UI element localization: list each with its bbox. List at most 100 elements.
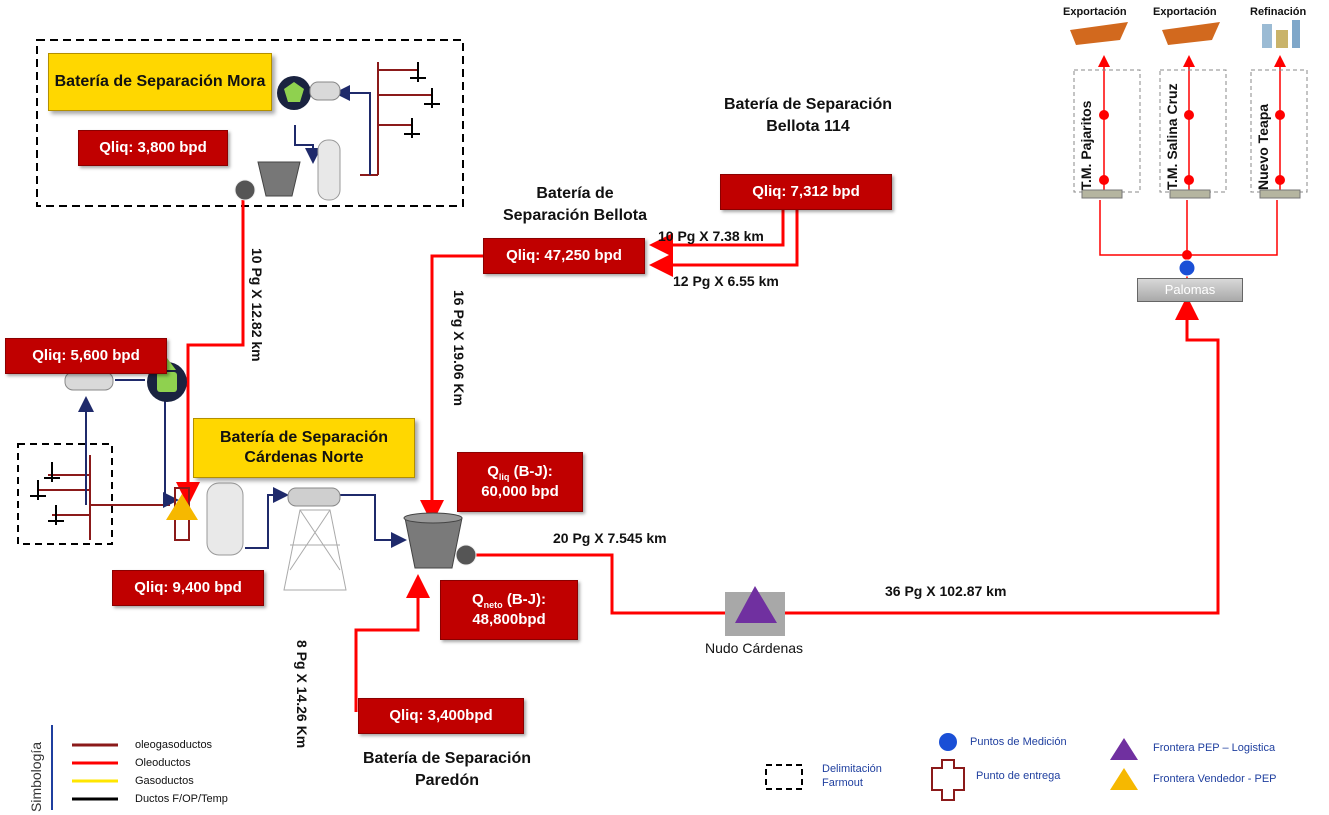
bj-qneto-box: Qneto (B-J): 48,800bpd — [440, 580, 578, 640]
bellota-qliq-box: Qliq: 47,250 bpd — [483, 238, 645, 274]
cn-in-qliq-box: Qliq: 5,600 bpd — [5, 338, 167, 374]
ship-pajaritos-icon — [1070, 22, 1128, 45]
refinery-icon — [1262, 20, 1300, 48]
ship-salina-cruz-icon — [1162, 22, 1220, 45]
cardenas-wells — [38, 455, 170, 540]
bellota-oleoducto — [420, 254, 485, 524]
bellota-title: Batería de Separación Bellota — [502, 185, 648, 224]
bj-qneto-value: 48,800bpd — [472, 610, 546, 628]
legend-entrega: Punto de entrega — [976, 770, 1061, 782]
palomas-label: Palomas — [1164, 282, 1216, 297]
terminal-dest-2: Exportación — [1153, 6, 1217, 18]
mora-pump-icon — [234, 179, 256, 201]
long-pipe-label: 36 Pg X 102.87 km — [885, 583, 1007, 599]
cardenas-blue-flows — [78, 379, 407, 549]
terminal-dest-3: Refinación — [1250, 6, 1307, 18]
legend-farmout-icon — [765, 764, 803, 790]
mora-hex-icon — [284, 82, 304, 102]
legend-delivery-icon — [931, 759, 965, 801]
cn-out-qliq: Qliq: 9,400 bpd — [134, 578, 242, 596]
b114-title: Batería de Separación Bellota 114 — [723, 96, 893, 135]
terminal-label-2: T.M. Salina Cruz — [1164, 83, 1180, 190]
mora-qliq-box: Qliq: 3,800 bpd — [78, 130, 228, 166]
paredon-title: Batería de Separación Paredón — [362, 750, 532, 789]
legend-vendor-frontier-icon — [1110, 768, 1138, 790]
cardenas-wellheads — [30, 462, 64, 525]
b114-qliq: Qliq: 7,312 bpd — [752, 182, 860, 200]
legend-medicion: Puntos de Medición — [970, 736, 1067, 748]
legend-title: Simbología — [28, 741, 44, 812]
legend-measure-icon — [939, 733, 957, 751]
bj-qliq-sub: liq — [498, 471, 510, 482]
bellota-qliq: Qliq: 47,250 bpd — [506, 246, 622, 264]
cn-separator-icon — [206, 482, 244, 556]
paredon-qliq-box: Qliq: 3,400bpd — [358, 698, 524, 734]
cn-vendor-frontier-icon — [166, 494, 198, 520]
nudo-triangle-icon — [735, 586, 777, 623]
legend-farmout: Delimitación Farmout — [822, 763, 882, 790]
legend-item-1: oleogasoductos — [135, 739, 213, 751]
bj-qliq-value: 60,000 bpd — [481, 482, 559, 500]
terminal-dest-1: Exportación — [1063, 6, 1127, 18]
cardenas-norte-title-text: Batería de Separación Cárdenas Norte — [219, 429, 389, 466]
legend-frontera-vendedor: Frontera Vendedor - PEP — [1153, 773, 1277, 785]
paredon-pipe-label: 8 Pg X 14.26 Km — [294, 640, 310, 749]
bj-qneto-label: Qneto (B-J): — [472, 591, 546, 611]
bellota-pipe-label: 16 Pg X 19.06 Km — [451, 290, 467, 406]
legend-item-3: Gasoductos — [135, 775, 194, 787]
legend-item-2: Oleoductos — [135, 757, 191, 769]
terminal-nodes — [1099, 110, 1285, 260]
bj-qneto-rest: (B-J): — [506, 590, 546, 608]
bj-qliq-rest: (B-J): — [513, 462, 553, 480]
mora-title-text: Batería de Separación Mora — [54, 73, 266, 90]
terminal-label-3: Nuevo Teapa — [1255, 103, 1271, 190]
mora-farmout-boundary — [36, 39, 464, 207]
bj-battery-icon — [404, 517, 463, 569]
cn-in-qliq: Qliq: 5,600 bpd — [32, 346, 140, 364]
paredon-oleoducto — [354, 574, 430, 712]
main-out-label: 20 Pg X 7.545 km — [553, 530, 667, 546]
mora-oleoducto — [176, 195, 245, 506]
b114-pipe-b — [649, 205, 799, 277]
cn-heater-icon — [287, 487, 341, 507]
mora-tank-icon — [309, 81, 341, 101]
palomas-box: Palomas — [1137, 278, 1243, 302]
bj-qliq-q: Q — [487, 462, 499, 480]
cn-tower-icon — [283, 509, 347, 591]
main-out-pipe — [470, 553, 725, 615]
bj-qliq-box: Qliq (B-J): 60,000 bpd — [457, 452, 583, 512]
legend-lines — [51, 725, 118, 810]
nudo-label: Nudo Cárdenas — [705, 640, 804, 656]
terminal-bases — [1081, 189, 1301, 199]
mora-pipe-label: 10 Pg X 12.82 km — [249, 248, 265, 362]
bj-pump-icon — [455, 544, 477, 566]
bj-qneto-sub: neto — [483, 599, 503, 610]
mora-qliq: Qliq: 3,800 bpd — [99, 138, 207, 156]
bj-battery-top — [403, 512, 463, 524]
bj-qliq-label: Qliq (B-J): — [487, 463, 553, 483]
terminal-distribution — [1098, 55, 1286, 278]
mora-battery-icon — [257, 161, 301, 197]
paredon-qliq: Qliq: 3,400bpd — [389, 706, 493, 724]
b114-pipe-b-label: 12 Pg X 6.55 km — [673, 273, 779, 289]
b114-pipe-a — [649, 205, 785, 257]
palomas-measure-icon — [1178, 259, 1196, 277]
mora-title: Batería de Separación Mora — [48, 53, 272, 111]
mora-separator-icon — [317, 139, 341, 201]
cn-hex-icon — [157, 372, 177, 392]
b114-qliq-box: Qliq: 7,312 bpd — [720, 174, 892, 210]
cn-out-qliq-box: Qliq: 9,400 bpd — [112, 570, 264, 606]
legend-frontera-pep: Frontera PEP – Logistica — [1153, 742, 1276, 754]
long-oleoducto — [785, 296, 1220, 615]
terminal-frames — [1073, 69, 1308, 193]
legend-item-4: Ductos F/OP/Temp — [135, 793, 228, 805]
terminal-label-1: T.M. Pajaritos — [1078, 100, 1094, 190]
cardenas-norte-title: Batería de Separación Cárdenas Norte — [193, 418, 415, 478]
mora-wellheads — [404, 62, 440, 138]
cn-tank-icon — [64, 371, 114, 391]
b114-pipe-a-label: 10 Pg X 7.38 km — [658, 228, 764, 244]
legend-pep-frontier-icon — [1110, 738, 1138, 760]
bj-qneto-q: Q — [472, 590, 484, 608]
